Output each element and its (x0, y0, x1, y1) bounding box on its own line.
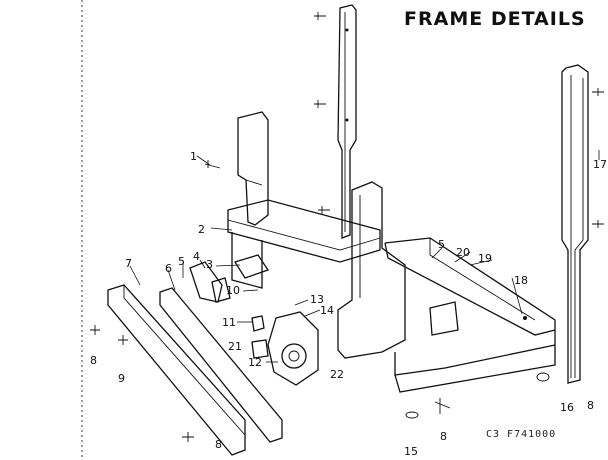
center-vertical-rail (337, 4, 357, 239)
right-vertical-rail (561, 64, 589, 384)
kickplate-bar (107, 284, 246, 456)
callout-label: 19 (478, 252, 492, 265)
callout-label: 9 (118, 372, 125, 385)
callout-label: 3 (206, 258, 213, 271)
callout-label: 14 (320, 304, 334, 317)
base-floor-frame (384, 237, 556, 393)
center-panel (337, 181, 406, 359)
valve-assembly (251, 311, 319, 386)
callout-label: 13 (310, 293, 324, 306)
callout-label: 1 (190, 150, 197, 163)
callout-label: 10 (226, 284, 240, 297)
angled-strip (159, 287, 283, 443)
callout-label: 8 (440, 430, 447, 443)
callout-label: 2 (198, 223, 205, 236)
callout-label: 4 (193, 250, 200, 263)
callout-label: 15 (404, 445, 418, 458)
callout-label: 7 (125, 257, 132, 270)
callout-label: 8 (587, 399, 594, 412)
callout-label: 22 (330, 368, 344, 381)
callout-label: 6 (165, 262, 172, 275)
left-upright-bracket (237, 111, 269, 226)
callout-label: 5 (178, 255, 185, 268)
callout-label: 17 (593, 158, 607, 171)
callout-label: 8 (90, 354, 97, 367)
main-cross-member (227, 199, 381, 289)
callout-label: 18 (514, 274, 528, 287)
leader-lines (129, 150, 600, 363)
figure-code: C3 F741000 (486, 429, 557, 440)
callout-label: 16 (560, 401, 574, 414)
callout-label: 21 (228, 340, 242, 353)
callout-labels: 1 2 3 4 5 5 6 7 8 8 8 8 9 10 11 12 13 14… (90, 150, 607, 458)
callout-label: 11 (222, 316, 236, 329)
screws (90, 12, 604, 442)
diagram-title: FRAME DETAILS (404, 8, 586, 30)
bracket-parts (189, 254, 270, 303)
callout-label: 5 (438, 238, 445, 251)
callout-label: 12 (248, 356, 262, 369)
callout-label: 8 (215, 438, 222, 451)
callout-label: 20 (456, 246, 470, 259)
